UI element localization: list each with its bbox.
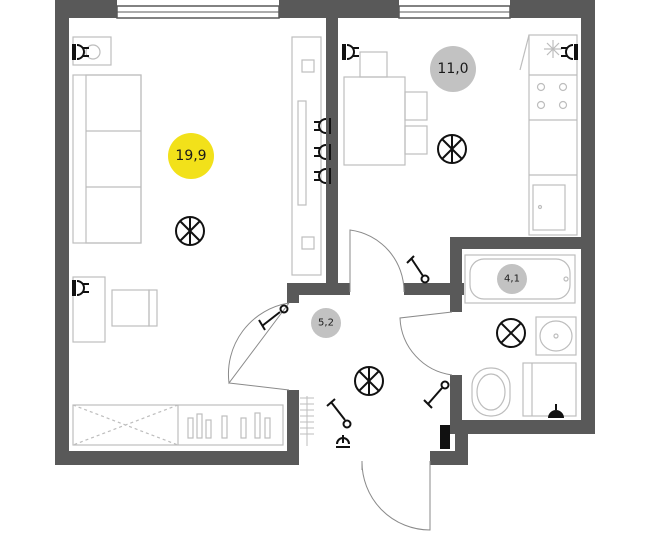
walls bbox=[55, 0, 595, 465]
socket-icon bbox=[561, 44, 578, 60]
socket-icon bbox=[314, 118, 331, 134]
socket-icon bbox=[548, 404, 564, 418]
area-living-room: 19,9 bbox=[175, 148, 206, 164]
area-hallway: 5,2 bbox=[318, 318, 334, 329]
doors bbox=[227, 229, 453, 531]
area-badge-hallway: 5,2 bbox=[311, 308, 341, 338]
socket-icon bbox=[336, 435, 350, 448]
socket-icon bbox=[72, 44, 89, 60]
switch-icon bbox=[406, 255, 430, 284]
ceiling-light-icon bbox=[496, 318, 526, 348]
switch-icon bbox=[423, 380, 450, 409]
area-badge-living-room: 19,9 bbox=[168, 133, 214, 179]
area-bathroom: 4,1 bbox=[504, 274, 520, 285]
fuse-box-icon bbox=[440, 425, 450, 449]
switch-icon bbox=[326, 398, 352, 429]
socket-icon bbox=[72, 280, 89, 296]
area-badge-living-circle bbox=[168, 133, 214, 179]
socket-icon bbox=[314, 144, 331, 160]
ceiling-light-icon bbox=[437, 134, 467, 164]
area-badge-kitchen: 11,0 bbox=[430, 46, 476, 92]
living-room-furniture bbox=[72, 36, 322, 446]
area-kitchen: 11,0 bbox=[437, 61, 468, 77]
socket-icon bbox=[342, 44, 359, 60]
area-badge-bathroom-circle bbox=[497, 264, 527, 294]
area-badge-bathroom: 4,1 bbox=[497, 264, 527, 294]
ceiling-light-icon bbox=[354, 366, 384, 396]
area-badge-hallway-circle bbox=[311, 308, 341, 338]
socket-icon bbox=[314, 168, 331, 184]
ceiling-light-icon bbox=[175, 216, 205, 246]
area-badge-kitchen-circle bbox=[430, 46, 476, 92]
switch-icon bbox=[258, 304, 289, 331]
kitchen-furniture bbox=[343, 34, 578, 236]
